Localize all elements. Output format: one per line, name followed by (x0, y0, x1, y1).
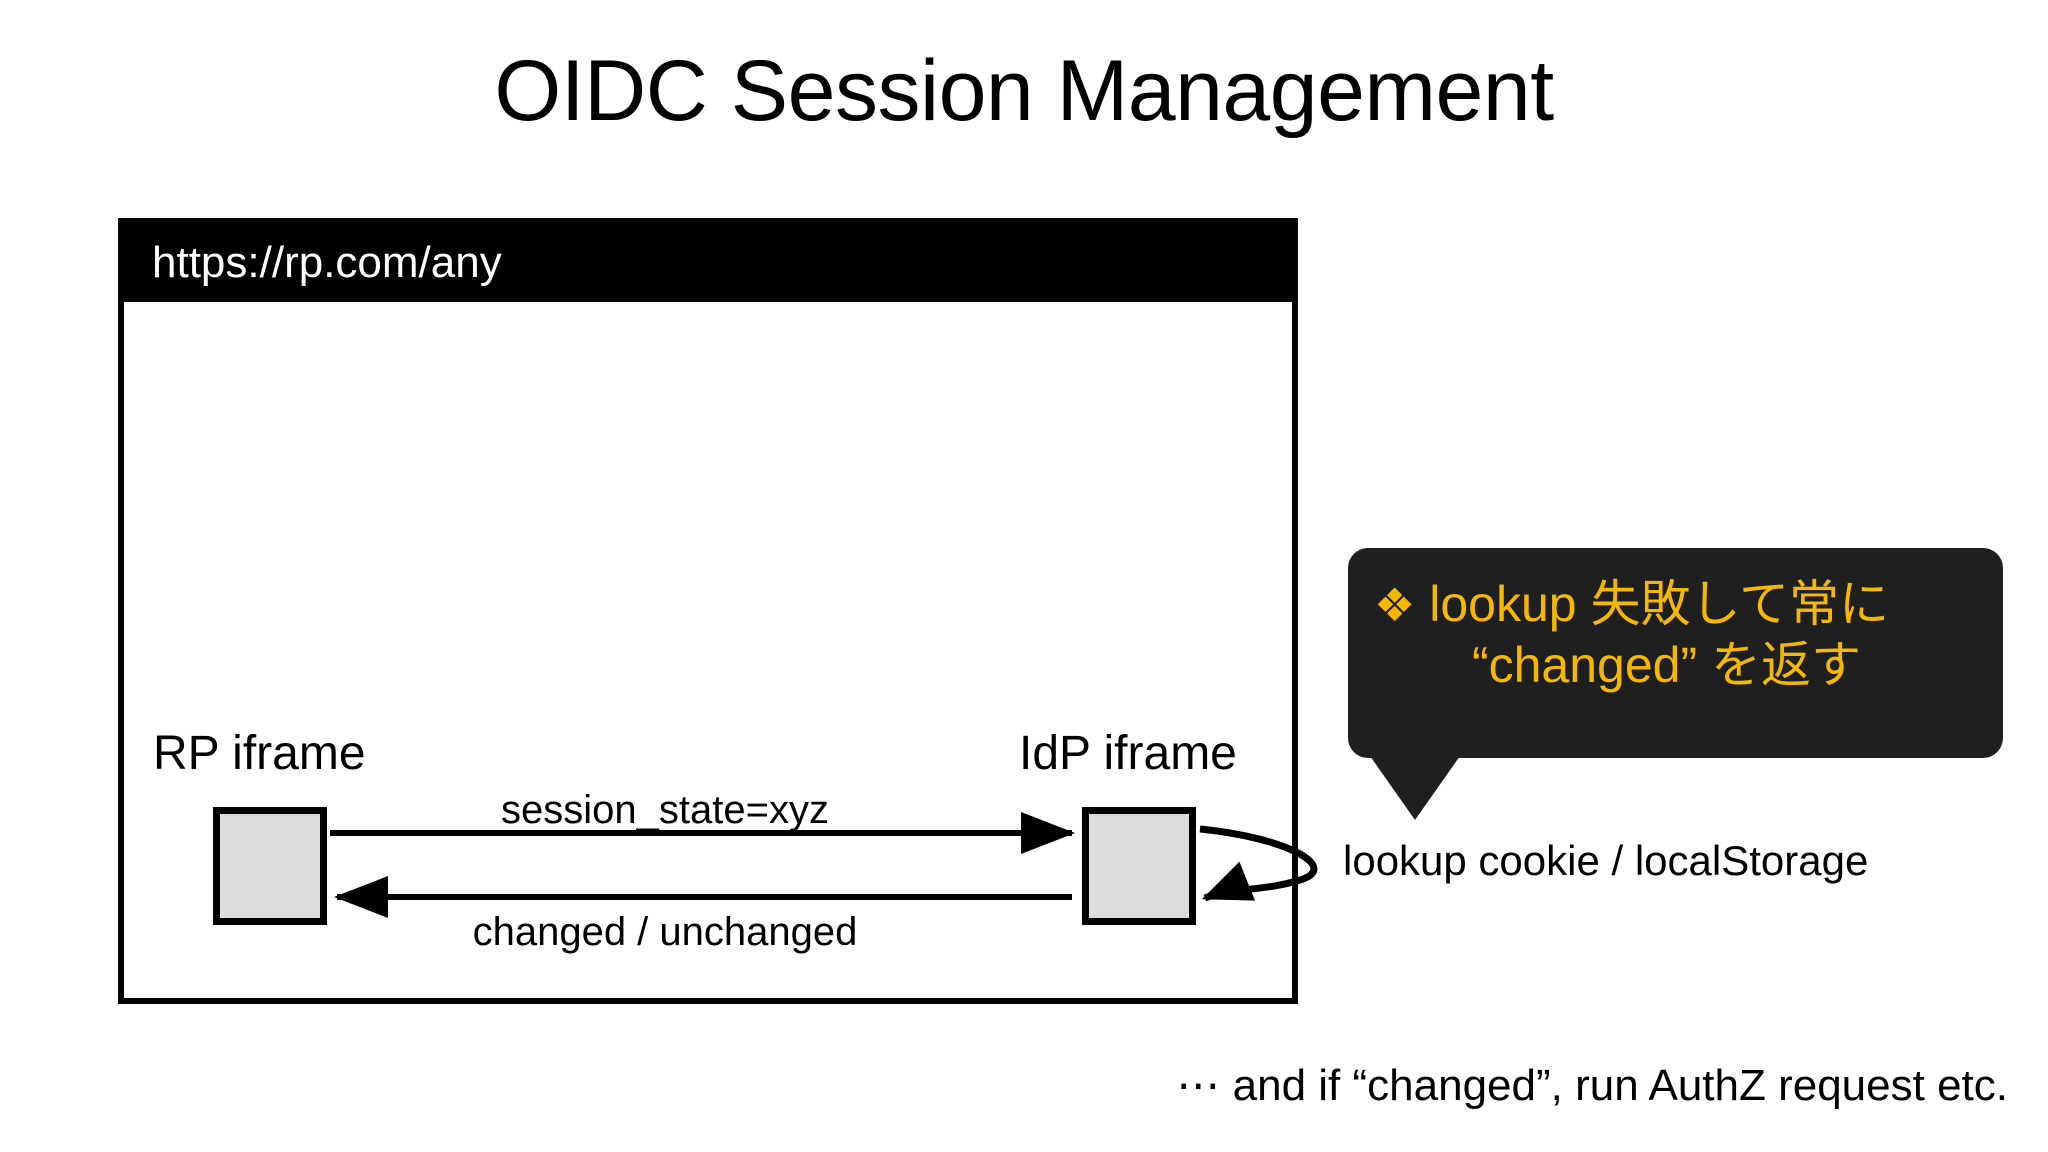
callout-line-1-text: lookup 失敗して常に (1429, 576, 1889, 632)
arrow-label-changed-unchanged: changed / unchanged (472, 910, 858, 954)
arrow-label-session-state: session_state=xyz (501, 788, 829, 832)
browser-url-text: https://rp.com/any (152, 238, 502, 287)
rp-iframe-box (213, 807, 327, 925)
diamond-bullet-icon: ❖ (1374, 578, 1416, 631)
page-title: OIDC Session Management (494, 43, 1554, 139)
idp-iframe-box (1082, 807, 1196, 925)
rp-iframe-label: RP iframe (153, 727, 366, 780)
callout-tail-pointer (1370, 756, 1460, 820)
callout-line-2-text: “changed” を返す (1471, 637, 1862, 693)
footnote-text: ⋯ and if “changed”, run AuthZ request et… (1176, 1061, 2008, 1110)
browser-url-bar[interactable]: https://rp.com/any (124, 224, 1292, 302)
idp-iframe-label: IdP iframe (1019, 727, 1237, 780)
arrow-label-lookup-storage: lookup cookie / localStorage (1343, 837, 1869, 884)
callout-bubble: ❖ lookup 失敗して常に “changed” を返す (1348, 548, 2003, 758)
callout-line-1-row: ❖ lookup 失敗して常に (1374, 574, 1977, 635)
